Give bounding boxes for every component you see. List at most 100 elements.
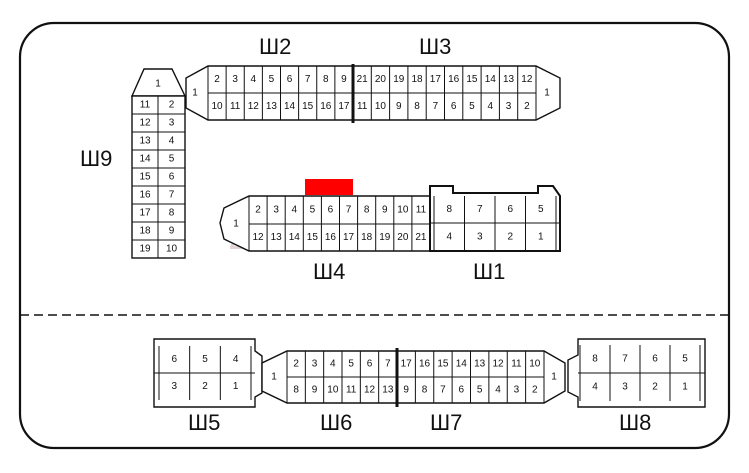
sh1-bottom-pin: 2 [507, 232, 513, 243]
sh6-top-pin: 2 [293, 359, 299, 370]
sh9-pin: 17 [139, 208, 151, 219]
sh7-top-pin: 13 [474, 359, 486, 370]
sh67-end-pin: 1 [551, 372, 557, 383]
sh23-end-pin: 1 [544, 88, 550, 99]
sh7-bottom-pin: 4 [495, 385, 501, 396]
sh5-top-pin: 5 [202, 354, 208, 365]
sh5-bottom-pin: 2 [202, 381, 208, 392]
sh2-bottom-pin: 15 [302, 101, 314, 112]
sh4-top-pin: 11 [416, 205, 427, 216]
sh1-bottom-pin: 3 [477, 232, 483, 243]
sh6-bottom-pin: 12 [364, 385, 376, 396]
sh7-top-pin: 10 [529, 359, 541, 370]
sh3-bottom-pin: 6 [451, 101, 457, 112]
sh3-bottom-pin: 5 [469, 101, 475, 112]
sh3-top-pin: 15 [466, 74, 478, 85]
sh7-bottom-pin: 6 [459, 385, 465, 396]
sh3-top-pin: 14 [485, 74, 497, 85]
sh4-bottom-pin: 15 [307, 232, 319, 243]
sh7-top-pin: 15 [437, 359, 449, 370]
sh6-top-pin: 7 [385, 359, 391, 370]
outer-frame [18, 21, 731, 450]
sh8-bottom-pin: 3 [622, 382, 628, 393]
sh2-bottom-pin: 16 [320, 101, 332, 112]
label-sh7: Ш7 [430, 410, 463, 435]
sh3-top-pin: 12 [521, 74, 533, 85]
sh8-top-pin: 8 [592, 354, 598, 365]
sh6-bottom-pin: 10 [327, 385, 339, 396]
sh2-bottom-pin: 14 [284, 101, 296, 112]
sh7-top-pin: 11 [511, 359, 522, 370]
sh3-bottom-pin: 10 [375, 101, 387, 112]
sh7-bottom-pin: 8 [422, 385, 428, 396]
sh3-top-pin: 18 [411, 74, 423, 85]
sh3-bottom-pin: 8 [414, 101, 420, 112]
sh6-bottom-pin: 9 [312, 385, 318, 396]
sh3-top-pin: 16 [448, 74, 460, 85]
sh3-bottom-pin: 2 [524, 101, 530, 112]
sh3-top-pin: 19 [393, 74, 405, 85]
sh4-top-pin: 7 [346, 205, 352, 216]
sh6-top-pin: 6 [367, 359, 373, 370]
sh8-bottom-pin: 4 [592, 382, 598, 393]
sh9-pin: 2 [169, 100, 175, 111]
sh2-top-pin: 5 [269, 74, 275, 85]
sh8-bottom-pin: 2 [652, 382, 658, 393]
sh7-bottom-pin: 5 [477, 385, 483, 396]
sh4-bottom-pin: 21 [415, 232, 427, 243]
sh8-bottom-pin: 1 [682, 382, 688, 393]
sh8-top-pin: 7 [622, 354, 628, 365]
sh4-bottom-pin: 20 [397, 232, 409, 243]
sh7-top-pin: 12 [493, 359, 505, 370]
sh4-top-pin: 4 [291, 205, 297, 216]
sh8-top-pin: 6 [652, 354, 658, 365]
sh4-top-pin: 3 [273, 205, 279, 216]
sh3-bottom-pin: 11 [357, 101, 368, 112]
label-sh1: Ш1 [473, 259, 506, 284]
sh23-end-pin: 1 [192, 88, 198, 99]
sh7-bottom-pin: 7 [440, 385, 446, 396]
sh4-bottom-pin: 12 [252, 232, 264, 243]
sh3-top-pin: 21 [357, 74, 369, 85]
sh7-bottom-pin: 2 [532, 385, 538, 396]
sh7-top-pin: 17 [401, 359, 413, 370]
sh1-bottom-pin: 4 [446, 232, 452, 243]
sh2-top-pin: 2 [214, 74, 220, 85]
sh9-pin: 8 [169, 208, 175, 219]
sh2-bottom-pin: 13 [266, 101, 278, 112]
sh9-pin: 10 [166, 244, 178, 255]
sh9-tab-pin: 1 [155, 79, 161, 90]
label-sh8: Ш8 [619, 410, 652, 435]
sh6-bottom-pin: 13 [382, 385, 394, 396]
sh2-bottom-pin: 11 [230, 101, 241, 112]
sh2-bottom-pin: 10 [212, 101, 224, 112]
label-sh9: Ш9 [80, 146, 113, 171]
sh1-top-pin: 6 [507, 204, 513, 215]
sh2-top-pin: 3 [232, 74, 238, 85]
sh2-bottom-pin: 17 [338, 101, 350, 112]
sh3-top-pin: 17 [430, 74, 442, 85]
sh9-pin: 12 [139, 118, 151, 129]
highlight-marker [305, 179, 353, 195]
sh7-top-pin: 14 [456, 359, 468, 370]
sh3-bottom-pin: 7 [433, 101, 439, 112]
sh9-pin: 7 [169, 190, 175, 201]
sh4-top-pin: 6 [328, 205, 334, 216]
sh8-top-pin: 5 [682, 354, 688, 365]
sh2-top-pin: 8 [323, 74, 329, 85]
sh1-top-pin: 8 [446, 204, 452, 215]
sh4-bottom-pin: 18 [361, 232, 373, 243]
sh5-bottom-pin: 1 [233, 381, 239, 392]
sh2-top-pin: 6 [287, 74, 293, 85]
label-sh3: Ш3 [419, 34, 452, 59]
sh2-top-pin: 4 [251, 74, 257, 85]
sh9-pin: 9 [169, 226, 175, 237]
label-sh4: Ш4 [313, 259, 346, 284]
sh9-pin: 14 [139, 154, 151, 165]
sh4-top-pin: 9 [382, 205, 388, 216]
sh4-top-pin: 8 [364, 205, 370, 216]
sh7-top-pin: 16 [419, 359, 431, 370]
sh4-bottom-pin: 13 [271, 232, 283, 243]
sh2-top-pin: 9 [341, 74, 347, 85]
